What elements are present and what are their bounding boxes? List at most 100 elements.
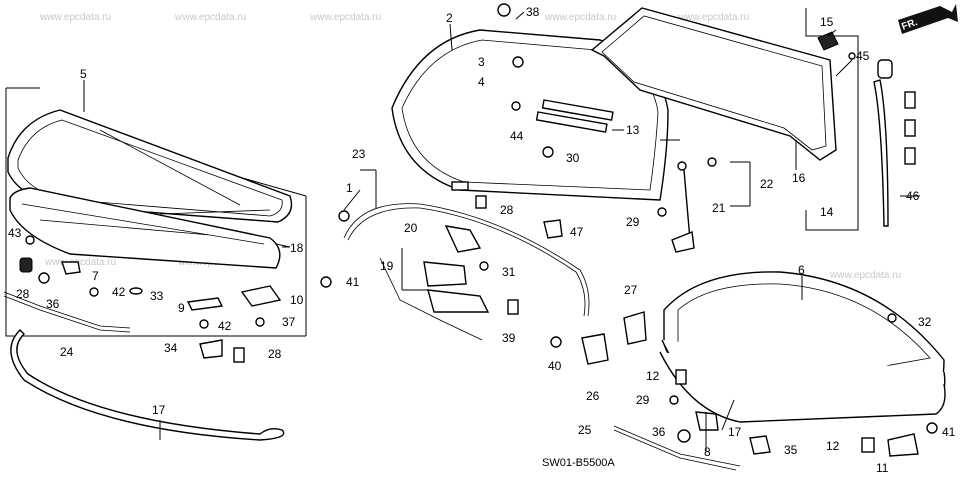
bolt-part-29: [669, 395, 679, 405]
callout-7: 7: [92, 269, 99, 283]
callout-37: 37: [282, 315, 296, 329]
clip-part-36: [677, 429, 691, 443]
watermark-text: www.epcdata.ru: [39, 12, 111, 23]
right-column-parts: [805, 8, 920, 231]
callout-4: 4: [478, 75, 485, 89]
watermark-text: www.epcdata.ru: [174, 12, 246, 23]
callout-29: 29: [626, 215, 640, 229]
callout-6: 6: [798, 263, 805, 277]
cable-part-23: [343, 203, 590, 317]
callout-47: 47: [570, 225, 584, 239]
grommet-part-33: [129, 287, 143, 295]
callout-44: 44: [510, 129, 524, 143]
cable-part-24: [3, 291, 131, 329]
window-frame-part-16: [590, 7, 837, 161]
front-direction-label: FR.: [900, 17, 919, 33]
clip-part-1: [338, 210, 350, 222]
rear-window-glass-part-2: [391, 3, 669, 209]
callout-5: 5: [80, 67, 87, 81]
callout-33: 33: [150, 289, 164, 303]
hardtop-panel-group: [5, 87, 307, 337]
watermark-text: www.epcdata.ru: [677, 12, 749, 23]
callout-23: 23: [352, 147, 366, 161]
callout-42: 42: [112, 285, 126, 299]
weatherstrip-part-17: [10, 329, 285, 441]
callout-42: 42: [218, 319, 232, 333]
hinge-part-34: [199, 339, 223, 359]
bolt-part-29: [657, 207, 667, 217]
cable-part-25: [613, 425, 741, 467]
callout-28: 28: [16, 287, 30, 301]
release-cable-group: [338, 169, 590, 341]
callout-12: 12: [646, 369, 660, 383]
callout-22: 22: [760, 177, 774, 191]
left-fasteners: [19, 235, 332, 363]
cap: [877, 59, 893, 79]
hinge-part-11: [887, 433, 919, 457]
callout-14: 14: [820, 205, 834, 219]
clip-part-43: [25, 235, 35, 245]
callout-8: 8: [704, 445, 711, 459]
gas-strut-part-21: [657, 139, 751, 253]
callout-46: 46: [906, 189, 920, 203]
callout-numbers: 1 2 3 4 5 6 7 8 9 10 11 12 12 13 14 15 1…: [8, 5, 956, 475]
callout-25: 25: [578, 423, 592, 437]
watermark-text: www.epcdata.ru: [44, 257, 116, 268]
front-direction-marker: FR.: [898, 4, 958, 34]
clip-part-15: [817, 31, 839, 51]
callout-2: 2: [446, 11, 453, 25]
callout-39: 39: [502, 331, 516, 345]
callout-26: 26: [586, 389, 600, 403]
callout-28: 28: [268, 347, 282, 361]
screw-part-45: [848, 52, 856, 60]
callout-45: 45: [856, 49, 870, 63]
callout-28: 28: [500, 203, 514, 217]
callout-9: 9: [178, 301, 185, 315]
callout-17: 17: [728, 425, 742, 439]
callout-30: 30: [566, 151, 580, 165]
bolt-part-40: [550, 336, 562, 348]
callout-1: 1: [346, 181, 353, 195]
bracket: [695, 411, 719, 431]
bolt-part-31: [479, 261, 489, 271]
callout-40: 40: [548, 359, 562, 373]
leader-lines: [83, 11, 853, 440]
bolt-part-41: [926, 422, 938, 434]
callout-11: 11: [876, 461, 889, 475]
callout-10: 10: [290, 293, 304, 307]
clip-part-35: [749, 435, 771, 455]
callout-31: 31: [502, 265, 516, 279]
clip-part-28: [233, 347, 245, 363]
bracket-part-27: [623, 311, 647, 345]
watermark-text: www.epcdata.ru: [309, 12, 381, 23]
clip-part-47: [543, 219, 563, 239]
callout-18: 18: [290, 241, 304, 255]
clip-part-39: [507, 299, 519, 315]
callout-35: 35: [784, 443, 798, 457]
callout-38: 38: [526, 5, 540, 19]
callout-3: 3: [478, 55, 485, 69]
callout-15: 15: [820, 15, 834, 29]
watermark-text: www.epcdata.ru: [829, 270, 901, 281]
bolt-part-38: [497, 3, 511, 17]
callout-27: 27: [624, 283, 638, 297]
callout-36: 36: [652, 425, 666, 439]
latch-part-26: [581, 333, 609, 365]
callout-13: 13: [626, 123, 640, 137]
clip-part-12: [675, 369, 687, 385]
clip-part-3: [512, 56, 524, 68]
callout-41: 41: [942, 425, 956, 439]
callout-29: 29: [636, 393, 650, 407]
callout-19: 19: [380, 259, 394, 273]
latch-part-19: [423, 261, 467, 287]
callout-17: 17: [152, 403, 166, 417]
callout-34: 34: [164, 341, 178, 355]
callout-21: 21: [712, 201, 726, 215]
callout-24: 24: [60, 345, 74, 359]
bolt-part-32: [887, 313, 897, 323]
lower-panel-part-18: [9, 187, 281, 269]
clip-part-46: [904, 91, 916, 109]
bracket-part-10: [240, 285, 282, 307]
callout-32: 32: [918, 315, 932, 329]
